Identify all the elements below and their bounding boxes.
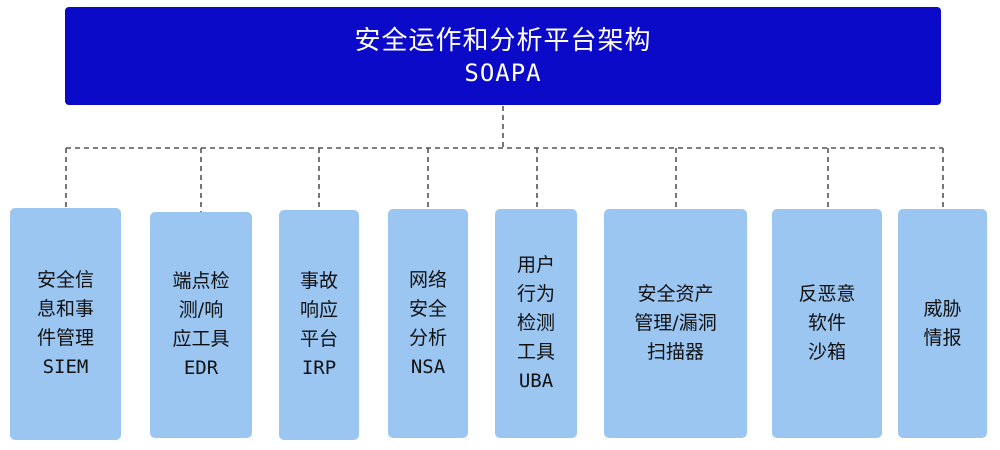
node-uba-line-1: 用户 xyxy=(516,254,555,276)
node-siem-line-1: 安全信 xyxy=(36,269,94,291)
node-irp-line-3: 平台 xyxy=(299,328,338,350)
node-edr-line-2: 测/响 xyxy=(178,299,224,321)
node-uba-line-3: 检测 xyxy=(516,312,555,334)
node-asset-vuln-line-2: 管理/漏洞 xyxy=(634,312,717,334)
node-uba: 用户 行为 检测 工具 UBA xyxy=(495,209,577,438)
node-siem: 安全信 息和事 件管理 SIEM xyxy=(10,208,121,440)
node-nsa: 网络 安全 分析 NSA xyxy=(388,209,468,438)
node-uba-line-2: 行为 xyxy=(516,283,555,305)
node-uba-code: UBA xyxy=(518,370,554,392)
node-asset-vuln-line-3: 扫描器 xyxy=(646,341,704,363)
root-title: 安全运作和分析平台架构 xyxy=(354,26,652,56)
node-edr-code: EDR xyxy=(183,357,219,379)
node-threat-intel: 威胁 情报 xyxy=(898,209,987,438)
node-nsa-code: NSA xyxy=(410,355,446,378)
root-node: 安全运作和分析平台架构 SOAPA xyxy=(65,7,941,105)
node-irp-line-1: 事故 xyxy=(299,270,338,292)
node-uba-line-4: 工具 xyxy=(516,341,555,363)
node-sandbox-line-3: 沙箱 xyxy=(807,341,846,363)
node-nsa-line-2: 安全 xyxy=(408,297,447,320)
node-nsa-line-1: 网络 xyxy=(408,268,447,291)
root-subtitle: SOAPA xyxy=(464,59,542,87)
node-sandbox: 反恶意 软件 沙箱 xyxy=(772,209,882,438)
node-sandbox-line-1: 反恶意 xyxy=(798,283,856,305)
node-edr-line-3: 应工具 xyxy=(172,328,230,350)
node-sandbox-line-2: 软件 xyxy=(807,312,846,334)
node-threat-intel-line-1: 威胁 xyxy=(923,297,962,320)
node-edr: 端点检 测/响 应工具 EDR xyxy=(150,212,252,438)
node-nsa-line-3: 分析 xyxy=(408,326,447,349)
node-threat-intel-line-2: 情报 xyxy=(923,326,962,349)
node-siem-line-3: 件管理 xyxy=(36,327,94,349)
node-asset-vuln-line-1: 安全资产 xyxy=(637,283,714,305)
node-edr-line-1: 端点检 xyxy=(172,270,230,292)
node-irp-line-2: 响应 xyxy=(299,299,338,321)
node-siem-code: SIEM xyxy=(42,356,89,378)
node-siem-line-2: 息和事 xyxy=(36,298,94,320)
node-irp-code: IRP xyxy=(301,357,337,379)
node-asset-vuln: 安全资产 管理/漏洞 扫描器 xyxy=(604,209,747,438)
node-irp: 事故 响应 平台 IRP xyxy=(279,210,359,440)
